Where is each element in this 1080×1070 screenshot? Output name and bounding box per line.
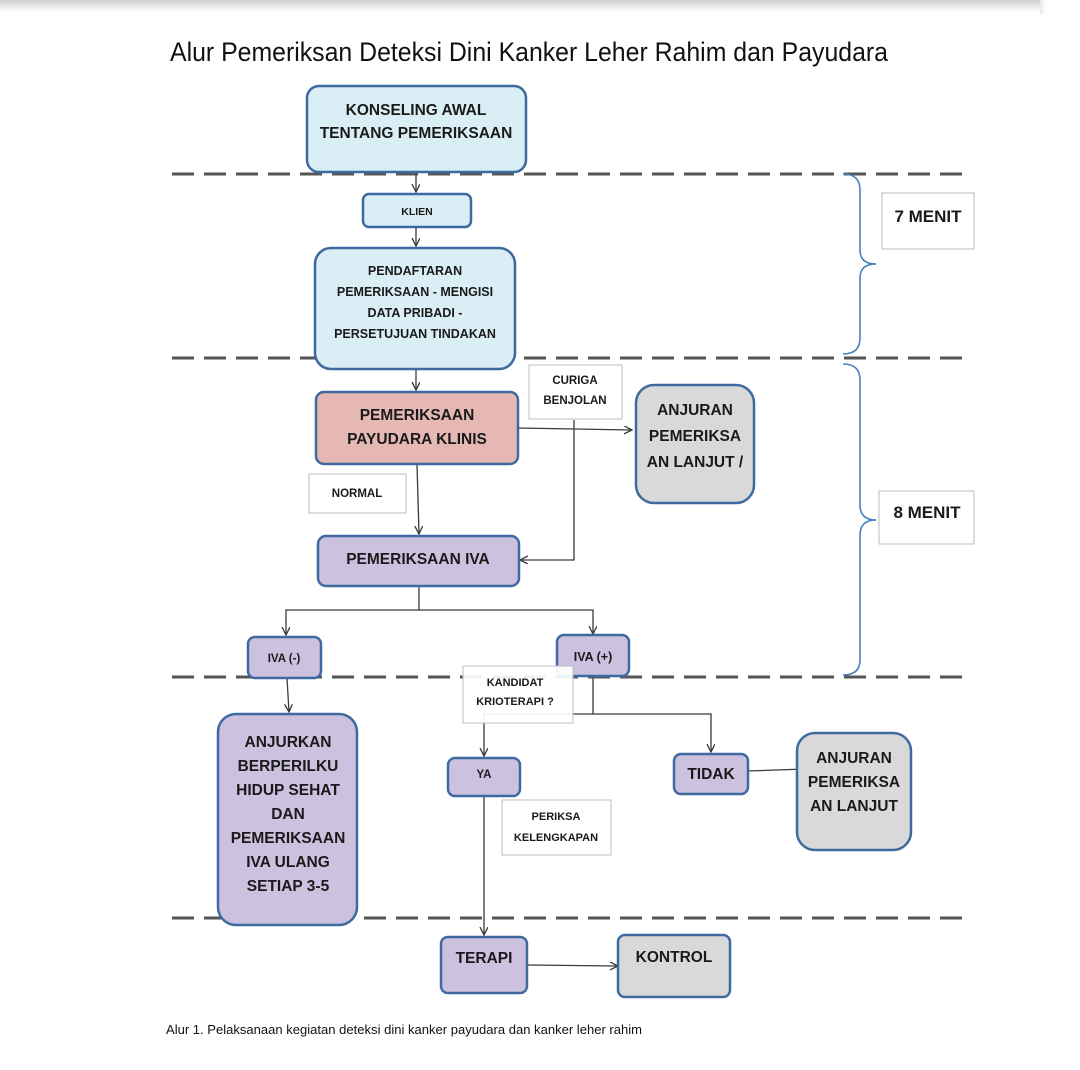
- brace-8-menit: [842, 363, 877, 676]
- iva-pos-text-line-1: IVA (+): [574, 650, 613, 664]
- connector-curiga-iva: [520, 420, 575, 560]
- box-pendaftaran: [313, 246, 517, 371]
- pendaftaran-text-line-4: PERSETUJUAN TINDAKAN: [334, 327, 496, 341]
- box-anjuran-1: [634, 383, 756, 505]
- periksa-text-line-1: PERIKSA: [532, 811, 581, 823]
- curiga-text-line-2: BENJOLAN: [543, 395, 606, 407]
- normal-text-line-1: NORMAL: [332, 488, 382, 500]
- figure-caption: Alur 1. Pelaksanaan kegiatan deteksi din…: [166, 1022, 642, 1037]
- connector-tidak-anjuran: [747, 769, 805, 771]
- periksa-text-line-2: KELENGKAPAN: [514, 832, 598, 844]
- connector-terapi-kontrol: [527, 965, 618, 966]
- konseling-text-line-1: KONSELING AWAL: [346, 102, 487, 119]
- duration-label-7: 7 MENIT: [894, 207, 962, 226]
- konseling-text-line-2: TENTANG PEMERIKSAAN: [320, 125, 513, 142]
- pendaftaran-text-line-2: PEMERIKSAAN - MENGISI: [337, 285, 493, 299]
- pendaftaran-text-line-1: PENDAFTARAN: [368, 264, 462, 278]
- duration-box-7: [881, 192, 975, 250]
- anjuran-2-text-line-2: PEMERIKSA: [808, 774, 900, 791]
- duration-box-8: [878, 490, 975, 545]
- anjurkan-text-line-2: BERPERILKU: [238, 758, 339, 775]
- iva-neg-text-line-1: IVA (-): [268, 653, 301, 665]
- box-terapi: [439, 935, 529, 995]
- anjuran-1-text-line-3: AN LANJUT /: [647, 454, 744, 471]
- box-pemeriksaan-payudara: [314, 390, 520, 466]
- payudara-text-line-2: PAYUDARA KLINIS: [347, 431, 487, 448]
- anjuran-2-text-line-1: ANJURAN: [816, 750, 892, 767]
- label-box-kandidat: [462, 665, 574, 724]
- text-layer: KONSELING AWAL TENTANG PEMERIKSAAN KLIEN PE…: [231, 102, 900, 967]
- ya-text-line-1: YA: [477, 769, 492, 781]
- connector-iva-ivapos: [419, 609, 593, 634]
- box-tidak: [672, 752, 750, 796]
- anjurkan-text-line-3: HIDUP SEHAT: [236, 782, 340, 799]
- box-anjuran-2: [795, 731, 913, 852]
- connector-ivaneg-anjurkan: [287, 677, 289, 712]
- duration-label-8: 8 MENIT: [893, 503, 961, 522]
- payudara-text-line-1: PEMERIKSAAN: [360, 407, 475, 424]
- kandidat-text-line-2: KRIOTERAPI ?: [476, 696, 554, 708]
- terapi-text-line-1: TERAPI: [456, 950, 513, 967]
- anjuran-1-text-line-1: ANJURAN: [657, 402, 733, 419]
- page-top-shadow-edge: [1040, 0, 1046, 14]
- connector-payudara-iva: [417, 463, 419, 534]
- klien-text-line-1: KLIEN: [401, 206, 433, 218]
- brace-7-menit: [842, 173, 877, 355]
- tidak-text-line-1: TIDAK: [687, 766, 735, 783]
- box-ya: [446, 756, 522, 798]
- box-kontrol: [616, 933, 732, 999]
- anjuran-1-text-line-2: PEMERIKSA: [649, 428, 741, 445]
- label-box-normal: [308, 473, 407, 514]
- pendaftaran-text-line-3: DATA PRIBADI -: [368, 306, 463, 320]
- kandidat-text-line-1: KANDIDAT: [487, 677, 544, 689]
- label-box-periksa: [501, 799, 612, 856]
- connector-payudara-anjuran: [517, 428, 632, 430]
- box-iva-negatif: [246, 635, 323, 680]
- curiga-text-line-1: CURIGA: [552, 375, 597, 387]
- box-klien: [361, 192, 473, 229]
- anjuran-2-text-line-3: AN LANJUT: [810, 798, 898, 815]
- box-konseling-awal: [305, 84, 528, 174]
- label-box-curiga: [528, 364, 623, 420]
- box-pemeriksaan-iva: [316, 534, 521, 588]
- connector-ivapos-tidak: [593, 713, 711, 752]
- kontrol-text-line-1: KONTROL: [636, 949, 713, 966]
- anjurkan-text-line-5: PEMERIKSAAN: [231, 830, 346, 847]
- iva-text-line-1: PEMERIKSAAN IVA: [346, 551, 490, 568]
- anjurkan-text-line-7: SETIAP 3-5: [247, 878, 330, 895]
- anjurkan-text-line-4: DAN: [271, 806, 305, 823]
- page-title: Alur Pemeriksan Deteksi Dini Kanker Lehe…: [170, 37, 889, 67]
- page-top-shadow: [0, 0, 1045, 12]
- box-iva-positif: [555, 633, 631, 678]
- anjurkan-text-line-1: ANJURKAN: [245, 734, 332, 751]
- connector-iva-ivaneg: [286, 586, 420, 635]
- box-anjurkan: [216, 712, 359, 927]
- anjurkan-text-line-6: IVA ULANG: [246, 854, 330, 871]
